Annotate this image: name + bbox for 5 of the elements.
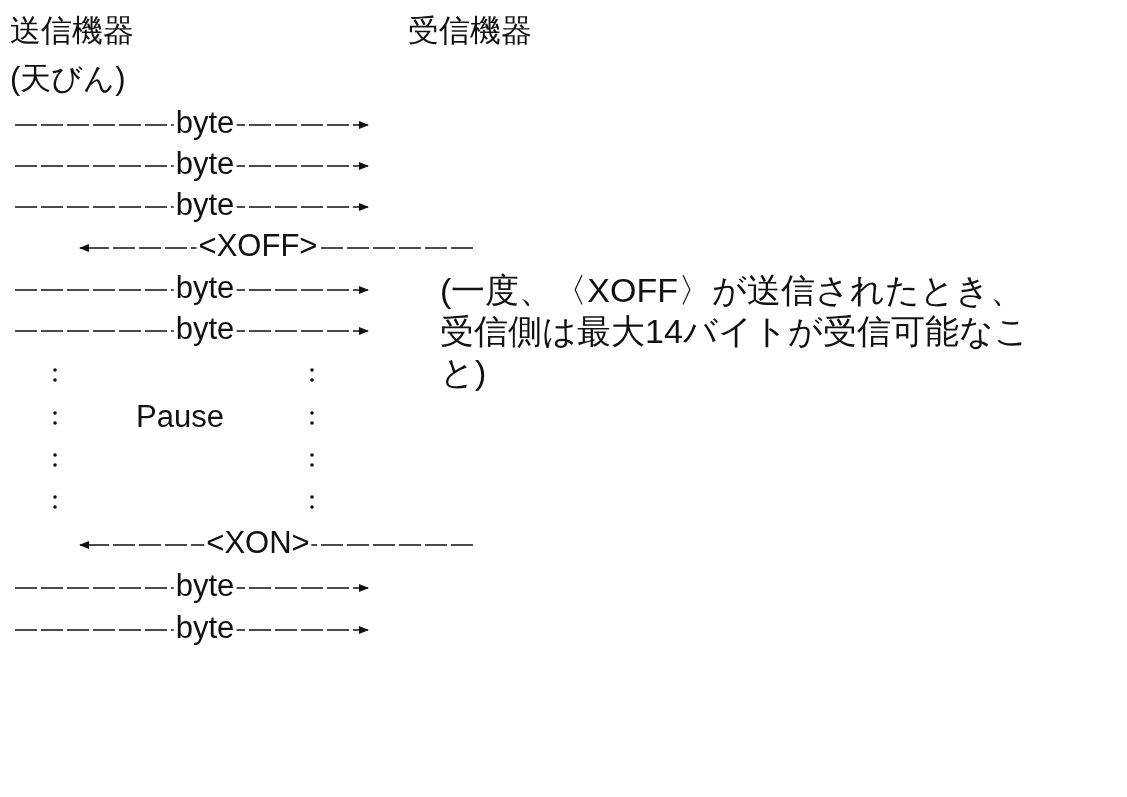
device-heading: 送信機器 <box>10 13 134 48</box>
phase-label: Pause <box>136 400 224 434</box>
node-caption: (天びん) <box>10 62 126 96</box>
device-heading: 受信機器 <box>408 13 532 48</box>
note-text: (一度、〈XOFF〉が送信されたとき、受信側は最大14バイトが受信可能なこと) <box>440 270 1030 393</box>
